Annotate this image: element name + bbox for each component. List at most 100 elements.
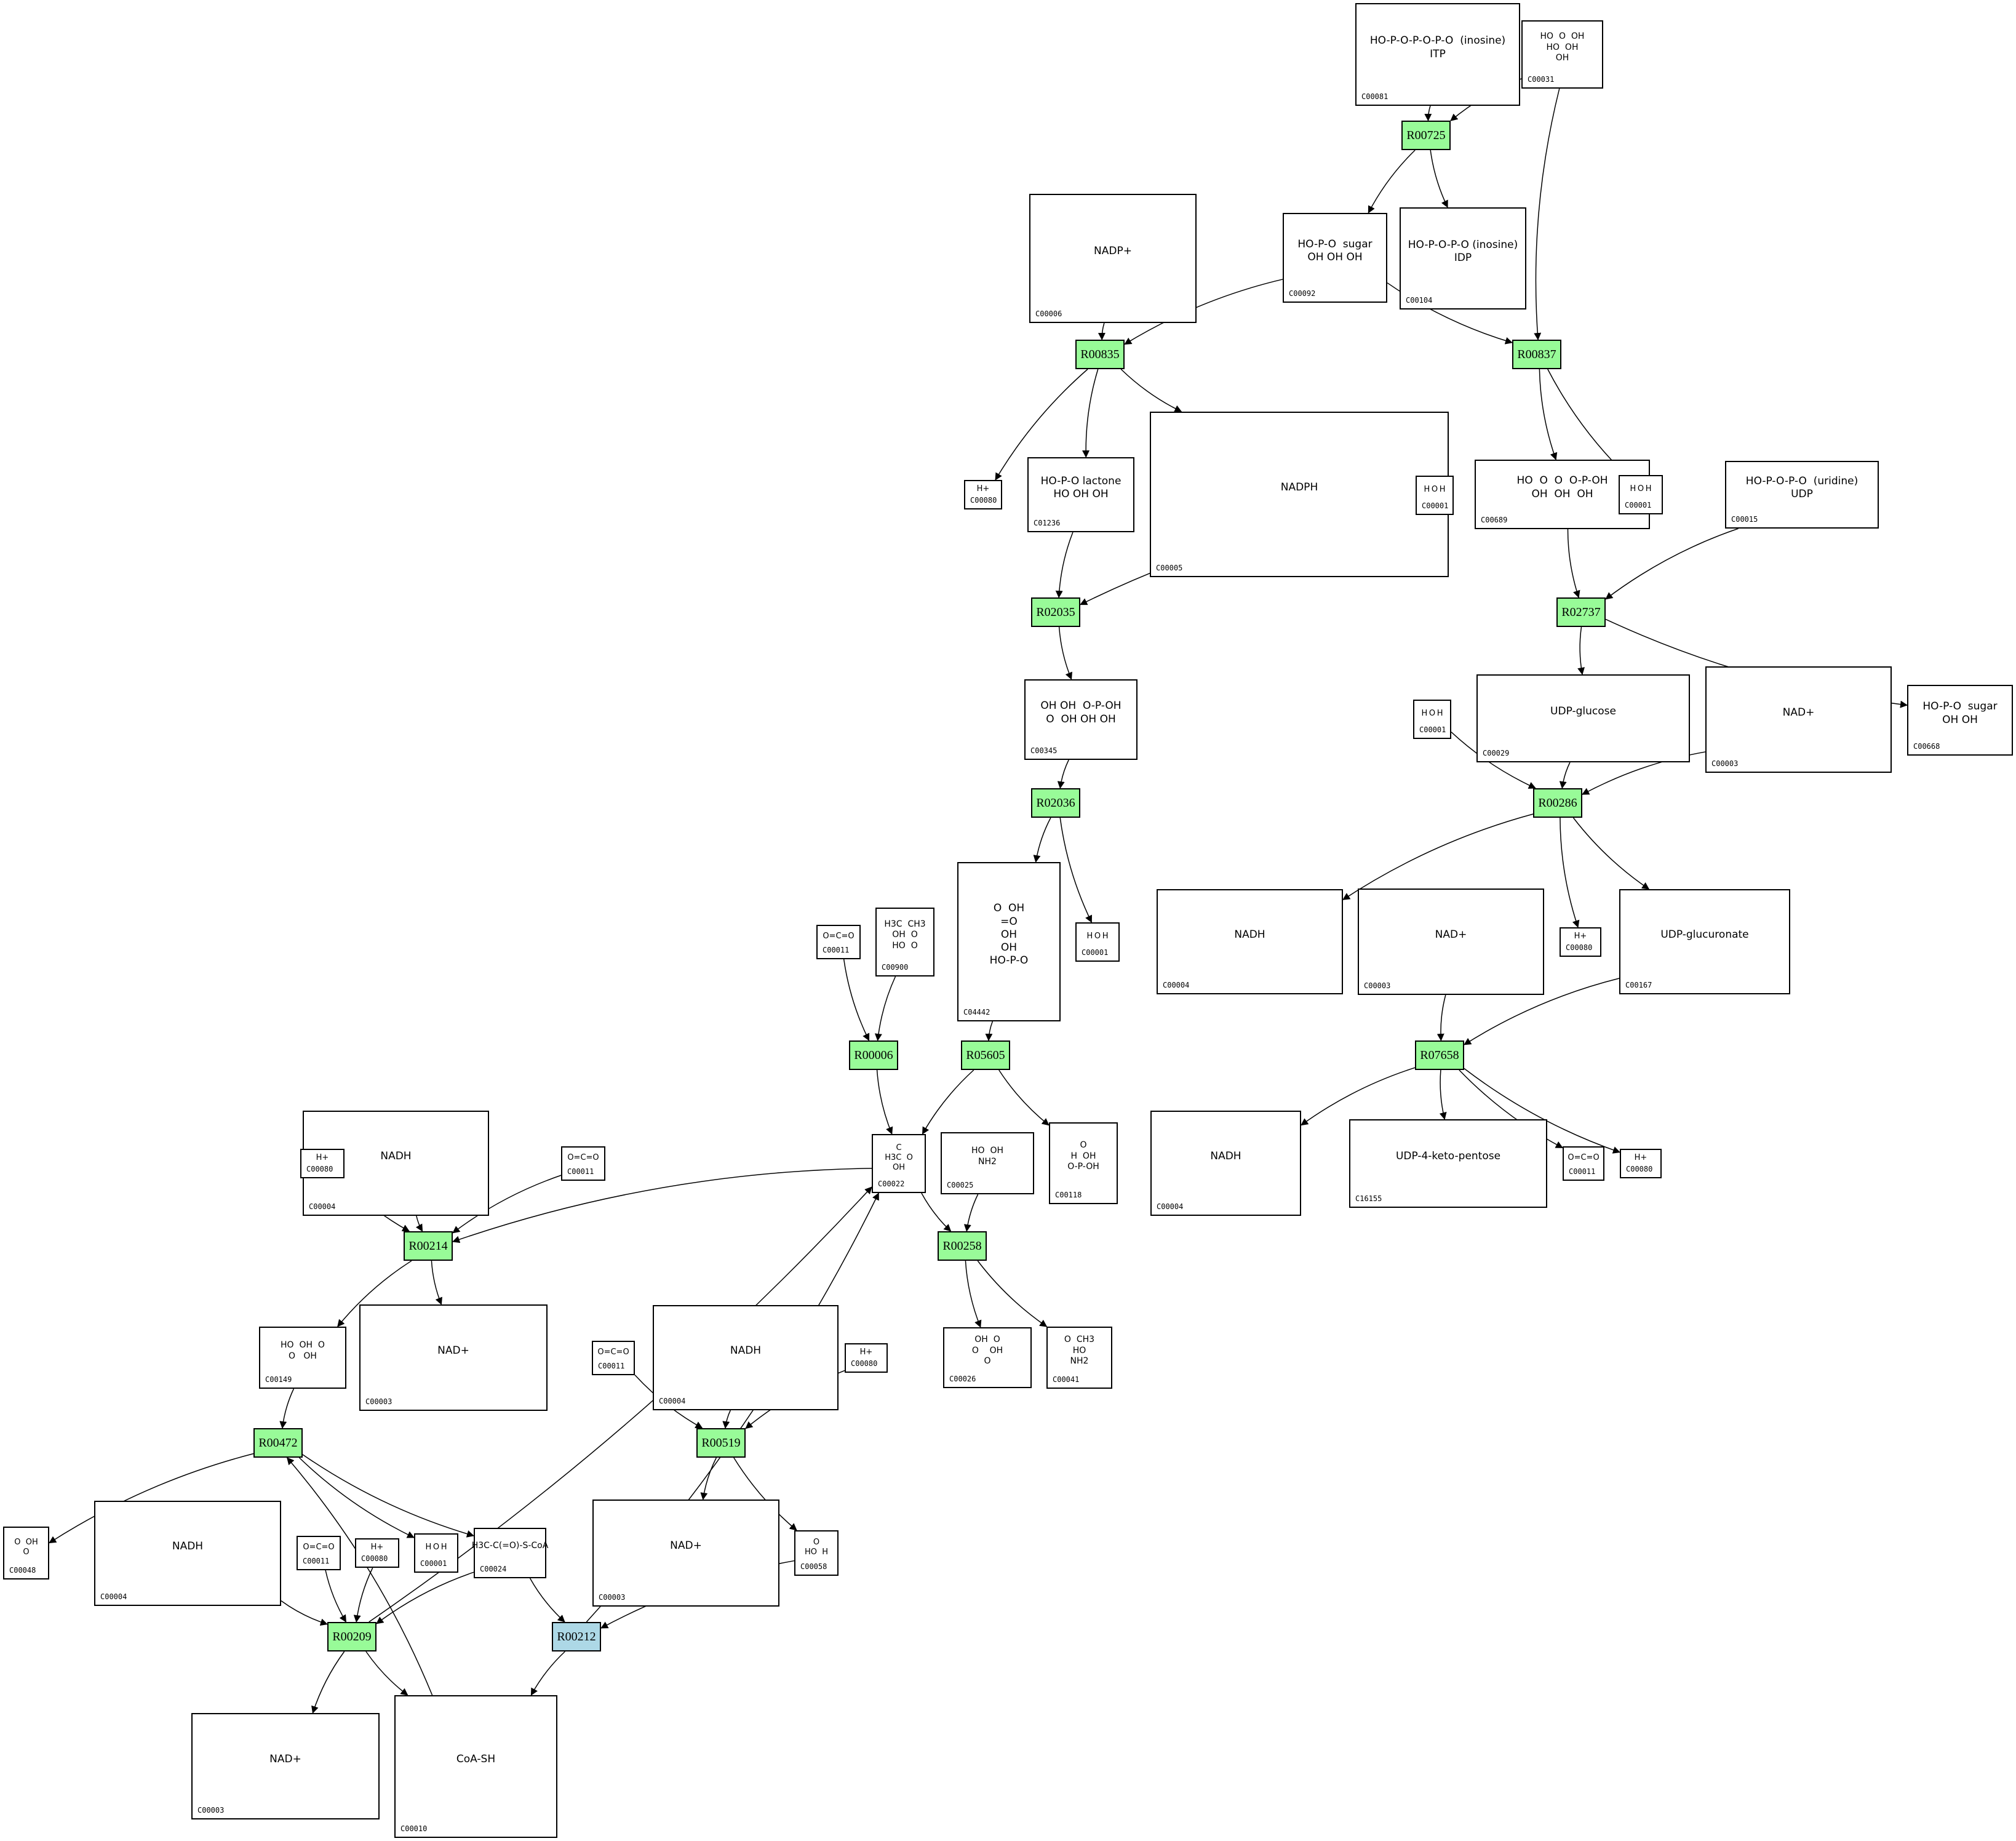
compound-node[interactable]: H O H C00001 — [1413, 700, 1451, 739]
compound-id-label: C00003 — [1711, 759, 1739, 768]
reaction-node-r00209[interactable]: R00209 — [327, 1622, 377, 1651]
reaction-node-r00258[interactable]: R00258 — [938, 1231, 987, 1261]
compound-node[interactable]: H O H C00001 — [1416, 476, 1454, 515]
compound-id-label: C00001 — [1422, 501, 1449, 510]
compound-node[interactable]: H+C00080 — [845, 1343, 888, 1373]
compound-id-label: C00080 — [306, 1165, 333, 1173]
reaction-node-r00006[interactable]: R00006 — [849, 1040, 898, 1070]
edge-n50-to-R00212 — [529, 1578, 565, 1623]
compound-node[interactable]: NADP+C00006 — [1029, 194, 1197, 323]
reaction-node-r00472[interactable]: R00472 — [253, 1428, 303, 1458]
structure-drawing: NADP+ — [1094, 245, 1132, 258]
compound-node[interactable]: NAD+C00003 — [592, 1500, 779, 1607]
compound-node[interactable]: H+C00080 — [1620, 1149, 1662, 1178]
reaction-node-r02737[interactable]: R02737 — [1556, 597, 1606, 627]
structure-drawing: NAD+ — [437, 1344, 469, 1357]
edge-n26-to-R00214 — [415, 1215, 423, 1232]
reaction-node-r02036[interactable]: R02036 — [1031, 788, 1080, 818]
compound-id-label: C00001 — [1419, 725, 1446, 734]
edge-R00209-to-n51 — [311, 1651, 345, 1714]
compound-node[interactable]: H+C00080 — [964, 480, 1002, 509]
compound-node[interactable]: H3C CH3 OH O HO O C00900 — [875, 908, 934, 976]
compound-id-label: C00345 — [1030, 746, 1058, 755]
structure-drawing: O OH O — [14, 1537, 38, 1557]
compound-node[interactable]: NAD+C00003 — [191, 1713, 380, 1819]
structure-drawing: HO-P-O-P-O-P-O (inosine) ITP — [1369, 34, 1506, 60]
structure-drawing: O OH =O OH OH HO-P-O — [989, 902, 1029, 967]
reaction-node-r00835[interactable]: R00835 — [1075, 340, 1125, 369]
compound-id-label: C00900 — [882, 963, 909, 972]
structure-drawing: OH O O OH O — [971, 1335, 1003, 1367]
compound-id-label: C00005 — [1156, 564, 1183, 572]
compound-node[interactable]: H+C00080 — [355, 1538, 399, 1568]
compound-id-label: C00001 — [1625, 501, 1652, 509]
edge-R07658-to-n33 — [1439, 1069, 1447, 1120]
compound-node[interactable]: NAD+C00003 — [1358, 889, 1544, 995]
structure-drawing: UDP-4-keto-pentose — [1395, 1150, 1501, 1163]
compound-node[interactable]: NAD+C00003 — [359, 1304, 548, 1411]
reaction-node-r00837[interactable]: R00837 — [1512, 340, 1561, 369]
compound-id-label: C00149 — [265, 1375, 292, 1384]
edge-n36-to-R00472 — [279, 1388, 295, 1429]
edge-R00286-to-n24 — [1560, 817, 1580, 928]
structure-drawing: NADH — [730, 1344, 762, 1357]
compound-node[interactable]: H+C00080 — [300, 1149, 345, 1178]
structure-drawing: NAD+ — [1435, 928, 1467, 941]
edge-n25-to-R07658 — [1464, 978, 1620, 1045]
structure-drawing: H3C CH3 OH O HO O — [884, 919, 926, 951]
reaction-node-r07658[interactable]: R07658 — [1415, 1040, 1464, 1070]
reaction-node-r00214[interactable]: R00214 — [404, 1231, 453, 1261]
compound-node[interactable]: H+C00080 — [1560, 927, 1601, 957]
reaction-node-r05605[interactable]: R05605 — [961, 1040, 1010, 1070]
structure-drawing: H O H — [1421, 708, 1443, 718]
compound-node[interactable]: NAD+C00003 — [1705, 666, 1892, 773]
reaction-node-r00286[interactable]: R00286 — [1533, 788, 1582, 818]
structure-drawing: HO-P-O lactone HO OH OH — [1040, 474, 1122, 500]
reaction-node-r00519[interactable]: R00519 — [696, 1428, 746, 1458]
edge-R00835-to-n7 — [1082, 369, 1099, 458]
compound-id-label: C00011 — [303, 1557, 330, 1565]
reaction-node-r02035[interactable]: R02035 — [1031, 597, 1080, 627]
edge-R00472-to-n49 — [298, 1457, 415, 1538]
reaction-node-r00212[interactable]: R00212 — [552, 1622, 601, 1651]
structure-drawing: H O H — [1424, 484, 1446, 494]
edge-R00837-to-n10 — [1539, 369, 1558, 460]
reaction-node-r00725[interactable]: R00725 — [1401, 121, 1451, 150]
compound-id-label: C00167 — [1625, 981, 1652, 989]
